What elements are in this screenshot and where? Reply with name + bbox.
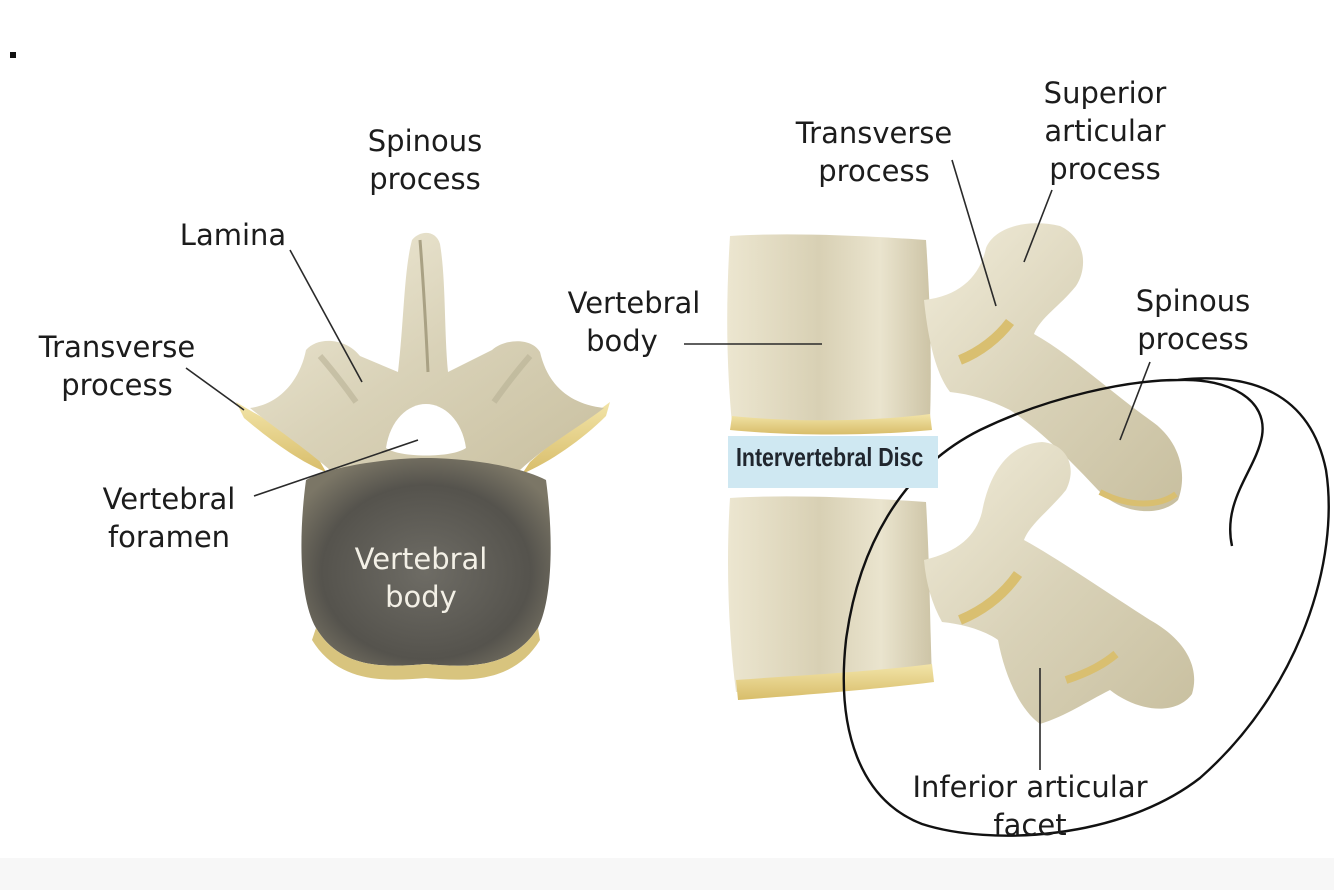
label-line: Vertebral [88,480,250,518]
label-line: Superior [1028,74,1182,112]
label-line: Inferior articular [890,768,1170,806]
label-line: Transverse [778,114,970,152]
label-line: process [22,366,212,404]
label-vertebral-body-lateral: Vertebral body [552,284,716,360]
label-line: Transverse [22,328,212,366]
label-transverse-process-lateral: Transverse process [778,114,970,190]
stray-dot-mark [10,52,16,58]
label-line: Spinous [355,122,495,160]
label-line: foramen [88,518,250,556]
label-inferior-articular-facet: Inferior articular facet [890,768,1170,844]
label-line: Lamina [168,216,298,254]
label-line: articular [1028,112,1182,150]
lower-vertebral-body-shape [728,496,932,692]
upper-vertebral-body-shape [727,234,931,426]
label-line: process [1122,320,1264,358]
label-transverse-process-superior: Transverse process [22,328,212,404]
label-spinous-process-superior: Spinous process [355,122,495,198]
label-line: body [338,578,504,616]
label-lamina: Lamina [168,216,298,254]
label-line: process [1028,150,1182,188]
label-vertebral-foramen: Vertebral foramen [88,480,250,556]
label-vertebral-body-superior: Vertebral body [338,540,504,616]
label-line: process [778,152,970,190]
label-superior-articular-process: Superior articular process [1028,74,1182,188]
label-spinous-process-lateral: Spinous process [1122,282,1264,358]
label-line: Spinous [1122,282,1264,320]
label-line: facet [890,806,1170,844]
label-line: process [355,160,495,198]
label-line: body [552,322,716,360]
intervertebral-disc-label: Intervertebral Disc [736,440,923,474]
label-line: Vertebral [552,284,716,322]
label-line: Vertebral [338,540,504,578]
bottom-margin-band [0,858,1334,890]
